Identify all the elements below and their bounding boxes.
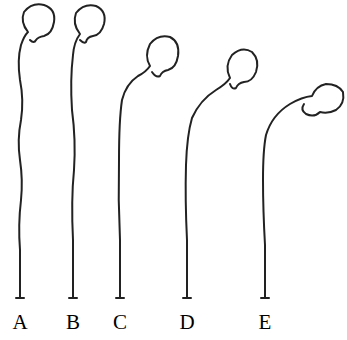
foot-mark	[116, 297, 124, 299]
figure-letter: E	[259, 312, 272, 333]
figure-letter: A	[12, 312, 27, 333]
foot-mark	[69, 297, 77, 299]
foot-mark	[16, 297, 24, 299]
upright-figure	[71, 5, 104, 298]
figure-letter: B	[66, 312, 80, 333]
figure-letter: C	[113, 312, 127, 333]
slight-stoop-figure	[119, 36, 179, 298]
upright-figure	[19, 4, 55, 298]
foot-mark	[183, 297, 191, 299]
severe-stoop-figure	[263, 84, 343, 298]
stooped-figure	[186, 50, 258, 298]
figure-letter: D	[179, 312, 194, 333]
foot-mark	[261, 297, 269, 299]
